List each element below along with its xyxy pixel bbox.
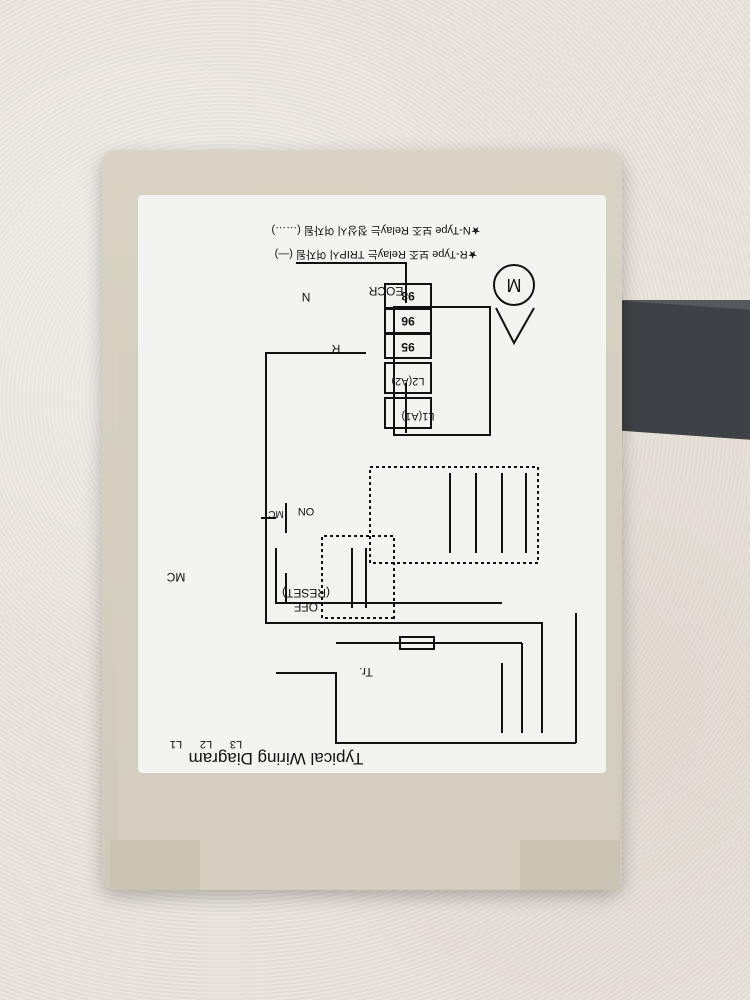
note-n-type: ★N-Type 보조 Relay는 정상시 여자됨 (……) [271,224,480,237]
eocr-label: EOCR [368,284,403,298]
transformer-label: Tr. [359,665,373,679]
line-l2-label: L2 [200,738,212,750]
note-r-type: ★R-Type 보조 Relay는 TRIP시 여자됨 (—) [275,248,478,261]
wire-bus-mid [265,493,542,624]
off-label: OFF [294,600,318,614]
wiring-diagram: Typical Wiring Diagram L1 L2 L3 Tr. OFF … [138,195,606,773]
mc-coil-label: MC [268,508,284,519]
terminal-98-label: 98 [401,289,415,303]
housing-foot-right [520,840,620,890]
terminal-96-label: 96 [401,314,415,328]
wire-motor [495,307,535,346]
terminal-95-label: 95 [401,340,415,354]
line-l3-label: L3 [230,738,242,750]
transformer-box [321,535,395,619]
eocr-terminal-l2-box [384,362,432,394]
eocr-terminal-l1-box [384,397,432,429]
diagram-title: Typical Wiring Diagram [189,749,364,768]
wire-eocr-bridge [265,352,366,493]
mc-contacts [449,473,527,553]
line-l1-label: L1 [170,738,182,750]
din-rail [612,300,750,440]
mc-contactor-box [369,466,539,564]
wire-eocr-right [296,262,407,303]
on-switch [261,503,287,533]
terminal-l2-label: L2(A2) [391,375,424,387]
motor-label: M [507,275,522,295]
on-switch-label: ON [298,505,315,517]
terminal-l1-label: L1(A1) [401,410,434,422]
wire-bus-reset [275,548,502,604]
wire-line-1 [532,622,543,733]
wire-bus-top [276,672,576,744]
transformer-core [351,548,367,608]
housing-foot-left [110,840,200,890]
relay-r-label: R [331,342,340,356]
motor-circle [493,264,535,306]
eocr-terminal-98-box [384,283,432,309]
mc-contactor-label: MC [166,570,185,584]
wiring-label-sticker [138,195,606,773]
relay-n-label: N [302,290,311,304]
reset-label: (RESET) [282,586,330,600]
wiring-diagram-svg: Typical Wiring Diagram L1 L2 L3 Tr. OFF … [166,224,577,768]
eocr-block [393,306,491,436]
